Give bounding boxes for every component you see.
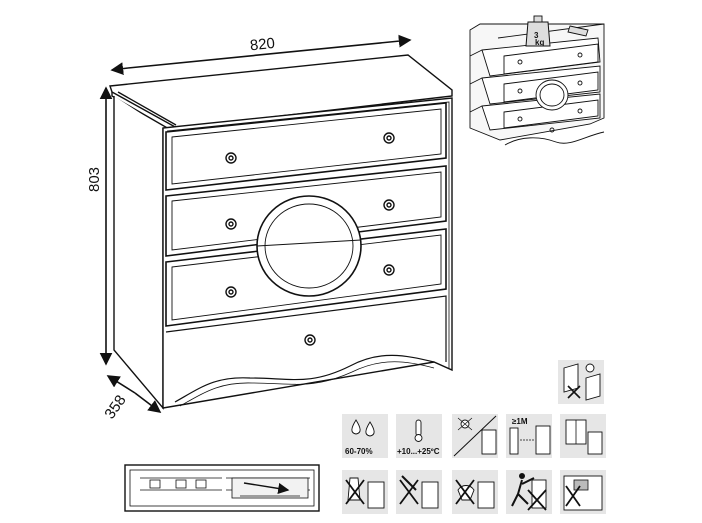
temperature-icon: +10...+25ºC (396, 414, 442, 458)
no-heavy-load-icon (560, 470, 606, 514)
no-hot-item-icon (452, 470, 498, 514)
knob (225, 152, 237, 164)
window-icon (560, 414, 606, 458)
knob (304, 334, 316, 346)
no-climbing-icon (506, 470, 552, 514)
dresser-drawing (109, 54, 453, 410)
temperature-label: +10...+25ºC (397, 447, 440, 456)
medallion-inner (264, 203, 354, 289)
load-weight-label: 3 (534, 31, 539, 40)
no-sharp-tool-icon (396, 470, 442, 514)
height-label: 803 (86, 167, 103, 192)
knob (383, 132, 395, 144)
dresser-apron (174, 354, 435, 403)
drawer-wall-anchor-icon (558, 360, 604, 404)
width-dimension-line (110, 62, 129, 75)
load-thumbnail (469, 15, 605, 146)
care-icon-row-2 (342, 470, 606, 514)
drawer-2 (165, 165, 447, 257)
dimension-lines (99, 34, 412, 413)
knob (383, 199, 395, 211)
humidity-icon: 60-70% (342, 414, 388, 458)
sunlight-icon (452, 414, 498, 458)
knob (225, 218, 237, 230)
humidity-label: 60-70% (345, 447, 373, 456)
heater-distance-icon: ≥1M (506, 414, 552, 458)
load-unit-label: kg (535, 38, 544, 47)
knob (383, 264, 395, 276)
care-icon-row-1: 60-70% +10...+25ºC ≥1M (342, 414, 606, 458)
knob (225, 286, 237, 298)
drawer-runner-diagram (124, 464, 320, 512)
width-label: 820 (249, 35, 276, 55)
drawer-4 (165, 295, 447, 362)
distance-label: ≥1M (512, 417, 528, 426)
medallion-outer (256, 195, 362, 297)
drawer-1 (165, 102, 447, 191)
dresser-side (113, 96, 164, 410)
depth-label: 358 (101, 392, 129, 422)
depth-dimension-line (106, 375, 136, 394)
no-cleaning-agent-icon (342, 470, 388, 514)
